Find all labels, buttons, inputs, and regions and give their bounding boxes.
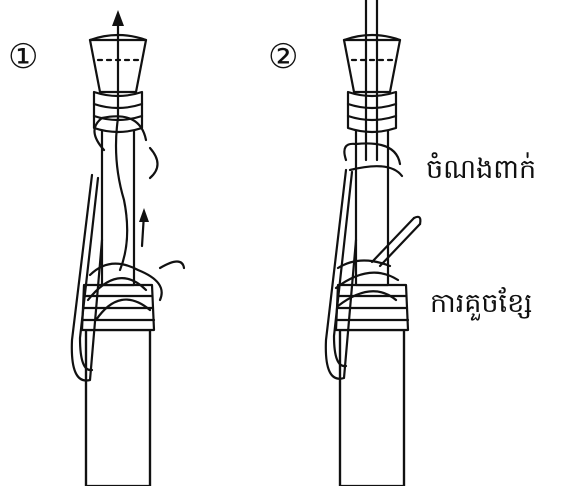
step-2-number: ② bbox=[268, 40, 298, 74]
step-1-number: ① bbox=[8, 40, 38, 74]
lower-lashing-label: ការគួចខ្សែ bbox=[430, 290, 532, 317]
step-2-drawing bbox=[326, 0, 421, 486]
upper-knot-label: ចំណងពាក់ bbox=[426, 156, 536, 183]
step-1-drawing bbox=[72, 10, 184, 486]
